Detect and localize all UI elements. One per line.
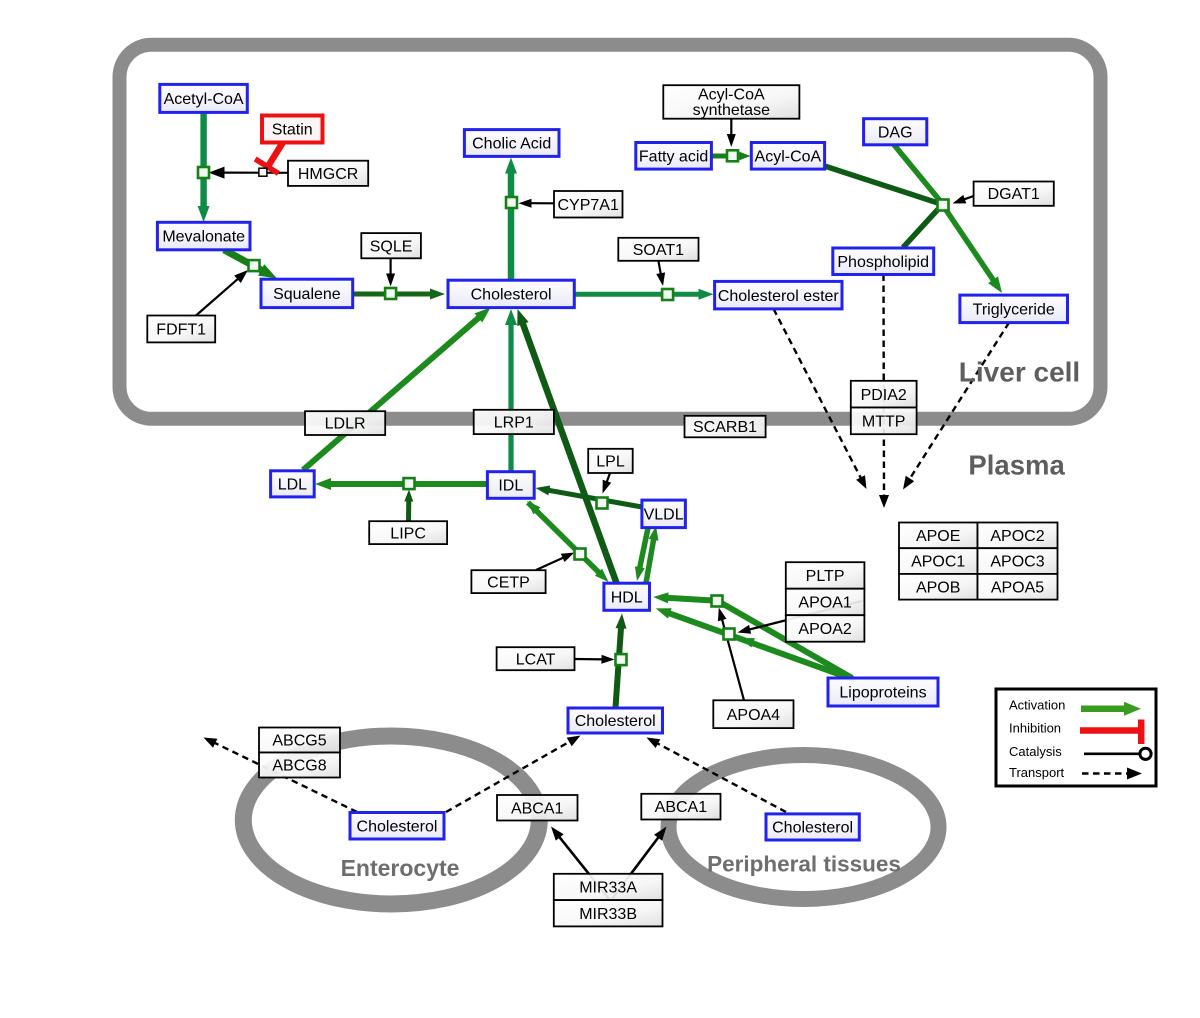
svg-text:Catalysis: Catalysis: [1009, 744, 1062, 759]
svg-text:PLTP: PLTP: [806, 568, 845, 585]
svg-text:APOA4: APOA4: [727, 707, 780, 724]
svg-text:Cholic Acid: Cholic Acid: [472, 136, 551, 153]
svg-text:ABCG5: ABCG5: [272, 733, 326, 750]
svg-text:Mevalonate: Mevalonate: [162, 229, 245, 246]
svg-text:SCARB1: SCARB1: [693, 419, 757, 436]
svg-text:Statin: Statin: [272, 122, 313, 139]
svg-text:MIR33B: MIR33B: [579, 906, 637, 923]
svg-text:Acetyl-CoA: Acetyl-CoA: [164, 91, 244, 108]
svg-text:APOA2: APOA2: [798, 621, 851, 638]
svg-text:Inhibition: Inhibition: [1009, 721, 1061, 736]
svg-text:DGAT1: DGAT1: [988, 186, 1040, 203]
svg-text:IDL: IDL: [498, 478, 523, 495]
svg-text:Cholesterol: Cholesterol: [357, 818, 438, 835]
svg-text:CYP7A1: CYP7A1: [558, 197, 619, 214]
svg-text:DAG: DAG: [878, 124, 913, 141]
svg-text:MTTP: MTTP: [862, 414, 906, 431]
svg-text:HMGCR: HMGCR: [298, 166, 358, 183]
svg-text:Squalene: Squalene: [273, 286, 341, 303]
svg-text:APOC2: APOC2: [990, 528, 1044, 545]
svg-text:MIR33A: MIR33A: [579, 880, 637, 897]
svg-text:APOC3: APOC3: [990, 554, 1044, 571]
svg-text:LRP1: LRP1: [494, 415, 534, 432]
svg-text:LIPC: LIPC: [390, 525, 426, 542]
svg-text:APOE: APOE: [916, 528, 960, 545]
svg-text:APOA5: APOA5: [991, 579, 1044, 596]
svg-text:Acyl-CoA: Acyl-CoA: [755, 148, 822, 165]
svg-text:CETP: CETP: [487, 574, 530, 591]
svg-text:HDL: HDL: [611, 589, 643, 606]
svg-text:SOAT1: SOAT1: [633, 242, 684, 259]
svg-text:Cholesterol: Cholesterol: [575, 713, 656, 730]
svg-text:Plasma: Plasma: [968, 450, 1065, 481]
svg-text:ABCG8: ABCG8: [272, 758, 326, 775]
svg-text:Fatty acid: Fatty acid: [639, 148, 708, 165]
svg-text:ABCA1: ABCA1: [655, 799, 708, 816]
svg-text:LDL: LDL: [278, 477, 307, 494]
svg-text:APOC1: APOC1: [911, 554, 965, 571]
svg-text:synthetase: synthetase: [693, 102, 770, 119]
svg-text:Cholesterol: Cholesterol: [772, 820, 853, 837]
svg-text:LCAT: LCAT: [516, 651, 556, 668]
svg-text:LPL: LPL: [596, 454, 625, 471]
svg-text:Enterocyte: Enterocyte: [341, 855, 460, 881]
svg-text:Transport: Transport: [1009, 765, 1065, 780]
svg-text:FDFT1: FDFT1: [156, 322, 206, 339]
svg-text:APOB: APOB: [916, 579, 960, 596]
svg-text:Activation: Activation: [1009, 698, 1065, 713]
svg-text:Lipoproteins: Lipoproteins: [839, 685, 926, 702]
svg-text:PDIA2: PDIA2: [861, 387, 907, 404]
svg-text:Cholesterol ester: Cholesterol ester: [718, 288, 840, 305]
svg-text:Phospholipid: Phospholipid: [837, 254, 929, 271]
svg-text:ABCA1: ABCA1: [511, 800, 564, 817]
svg-text:APOA1: APOA1: [798, 595, 851, 612]
svg-text:Triglyceride: Triglyceride: [973, 302, 1055, 319]
svg-text:Cholesterol: Cholesterol: [471, 287, 552, 304]
svg-text:LDLR: LDLR: [325, 416, 366, 433]
svg-text:SQLE: SQLE: [370, 238, 413, 255]
svg-text:Liver cell: Liver cell: [959, 357, 1080, 388]
svg-text:Peripheral tissues: Peripheral tissues: [707, 852, 901, 877]
svg-text:VLDL: VLDL: [644, 507, 684, 524]
